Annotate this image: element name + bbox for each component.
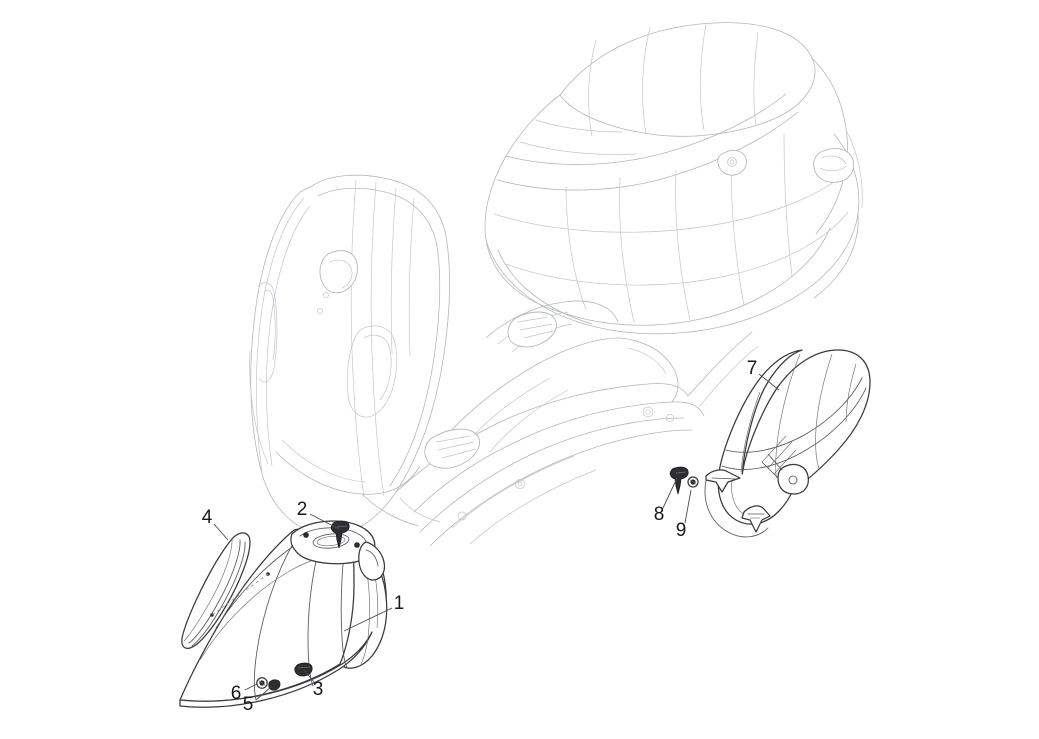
leader-6: [244, 683, 258, 691]
leader-5: [255, 686, 272, 701]
leader-3: [303, 669, 315, 683]
callout-1: 1: [394, 593, 405, 614]
callout-leader-lines: [211, 373, 780, 701]
part-rear-fender-screw: [669, 466, 689, 495]
leader-2: [309, 513, 340, 530]
leader-4: [213, 523, 229, 541]
callout-7: 7: [747, 358, 758, 379]
callout-3: 3: [313, 679, 324, 700]
context-footboard: [361, 300, 759, 547]
callout-2: 2: [297, 499, 308, 520]
leader-1: [343, 607, 393, 632]
leader-8: [662, 477, 678, 509]
callout-8: 8: [654, 504, 665, 525]
part-front-fender-rivet: [268, 679, 281, 691]
leader-7: [758, 373, 780, 391]
callout-numbers: 1 2 3 4 5 6 7 8 9: [202, 358, 758, 715]
callout-6: 6: [231, 683, 242, 704]
part-front-fender-clip: [294, 662, 313, 677]
leader-9: [684, 489, 692, 524]
part-front-mudflap: [181, 532, 251, 650]
part-rear-fender-washer: [687, 476, 699, 488]
part-front-fender: [179, 520, 388, 708]
part-rear-fender: [704, 349, 871, 538]
context-rear-body-seat: [484, 22, 863, 335]
callout-5: 5: [243, 694, 254, 715]
callout-9: 9: [676, 520, 687, 541]
callout-4: 4: [202, 507, 213, 528]
part-front-fender-washer: [256, 677, 268, 689]
